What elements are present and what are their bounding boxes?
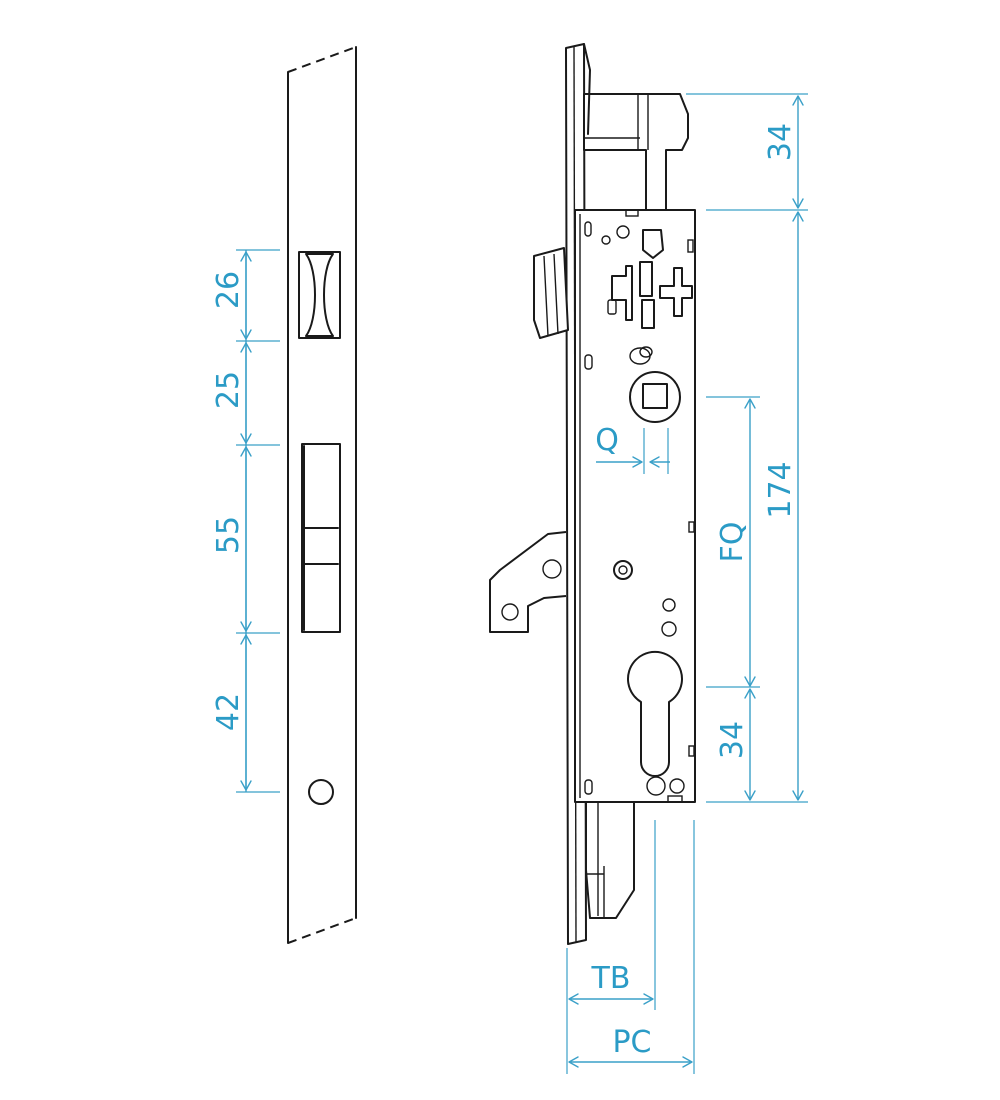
dim-label-174: 174 [763,461,798,518]
bottom-bolt-detail [586,802,605,918]
dim-label-42: 42 [211,693,246,731]
cylinder-screw-right [669,778,685,794]
dim-label-cyl-34: 34 [715,721,750,759]
latch-opening-divider [303,445,339,631]
dim-label-26: 26 [211,271,246,309]
top-bolt-detail [584,94,649,150]
dim-label-pc: PC [612,1025,651,1060]
dim-label-25: 25 [211,371,246,409]
bottom-bolt-block [585,801,635,919]
hole-a [662,598,676,612]
case-slot-2 [584,779,593,795]
latch-head [533,247,569,339]
hole-b [661,621,677,637]
fixing-screw-inner [618,565,628,575]
faceplate-bottom-break [287,917,357,944]
case-bottom-tab [667,795,683,803]
case-top-tab [625,209,639,217]
dim-label-fq: FQ [715,522,750,563]
cylinder-cutout [627,650,683,777]
dim-label-55: 55 [211,516,246,554]
dim-label-top-34: 34 [763,123,798,161]
hook-slot [298,251,341,339]
front-plate [565,43,587,945]
top-bolt-block [583,93,689,211]
upper-mechanism [584,221,694,329]
follower-pin-inner [639,346,653,358]
faceplate-outline [287,46,357,944]
spindle-follower [629,371,681,423]
case-slot-1 [584,354,593,370]
fixing-screw [613,560,633,580]
latch-opening [301,443,341,633]
case-slot-4 [688,745,695,757]
case-slot-3 [688,521,695,533]
hook-bolt-hole [501,603,519,621]
cylinder-screw-left [646,776,666,796]
spindle-square [642,383,668,409]
hook-bolt [489,531,567,633]
dim-label-q: Q [595,423,619,458]
hook-bolt-pivot [542,559,562,579]
faceplate-top-break [287,46,357,73]
top-clip [583,43,591,135]
faceplate-view: 26 25 55 42 [211,46,357,944]
hook-slot-curve [305,253,334,337]
latch-head-detail [543,253,559,337]
lock-case [574,209,696,803]
lock-side-view: 34 174 FQ 34 Q TB PC [489,43,808,1074]
dim-label-tb: TB [591,961,631,996]
faceplate-screw-hole [308,779,334,805]
